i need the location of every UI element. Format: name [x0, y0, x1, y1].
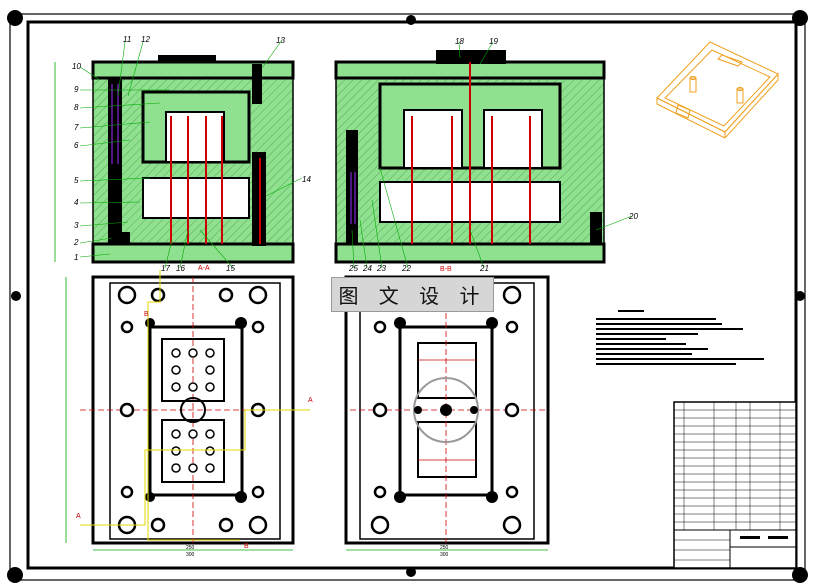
section-mark-a-left: A	[76, 513, 81, 520]
section-markers: A-A B-B A A B B	[76, 265, 452, 550]
callout-15: 15	[226, 264, 235, 273]
section-mark-b-bottom: B	[244, 543, 249, 550]
callout-5: 5	[74, 176, 79, 185]
watermark-banner: 图 文 设 计	[331, 277, 494, 312]
drawing-frame	[7, 10, 808, 583]
section-view-a-a	[54, 55, 295, 264]
leader-lines	[79, 39, 633, 269]
callout-2: 2	[73, 238, 79, 247]
callout-1: 1	[74, 253, 78, 262]
callouts-right: 18 19 20 21 22 23 24 25	[348, 37, 638, 273]
callout-17: 17	[161, 264, 170, 273]
callout-6: 6	[74, 141, 79, 150]
callout-16: 16	[176, 264, 185, 273]
dim-width-right-outer: 300	[440, 552, 449, 558]
callouts-left: 1 2 3 4 5 6 7 8 9 10 11 12 13 14 15 16 1…	[72, 35, 311, 273]
callout-7: 7	[74, 123, 79, 132]
callout-3: 3	[74, 221, 79, 230]
callout-20: 20	[628, 212, 638, 221]
callout-21: 21	[479, 264, 489, 273]
callout-18: 18	[455, 37, 464, 46]
callout-11: 11	[123, 35, 131, 44]
callout-14: 14	[302, 175, 311, 184]
dimension-labels: 250 300 250 300	[186, 545, 449, 558]
callout-12: 12	[141, 35, 150, 44]
callout-9: 9	[74, 85, 79, 94]
section-view-b-b	[334, 50, 606, 264]
callout-13: 13	[276, 36, 285, 45]
dim-width-left: 250	[186, 545, 195, 551]
section-mark-b-top: B	[144, 311, 149, 318]
callout-22: 22	[401, 264, 411, 273]
callout-8: 8	[74, 103, 79, 112]
callout-25: 25	[348, 264, 358, 273]
callout-24: 24	[362, 264, 372, 273]
dim-width-right: 250	[440, 545, 449, 551]
isometric-part-view	[656, 41, 779, 139]
callout-4: 4	[74, 198, 79, 207]
section-mark-a-right: A	[308, 397, 313, 404]
callout-10: 10	[72, 62, 81, 71]
section-label-b-b: B-B	[440, 266, 452, 273]
technical-notes	[596, 310, 764, 365]
bill-of-materials	[673, 401, 797, 569]
callout-23: 23	[376, 264, 386, 273]
section-label-a-a: A-A	[198, 265, 210, 272]
plan-view-fixed-half	[344, 275, 550, 551]
plan-view-moving-half	[65, 270, 310, 551]
dim-width-left-outer: 300	[186, 552, 195, 558]
callout-19: 19	[489, 37, 498, 46]
